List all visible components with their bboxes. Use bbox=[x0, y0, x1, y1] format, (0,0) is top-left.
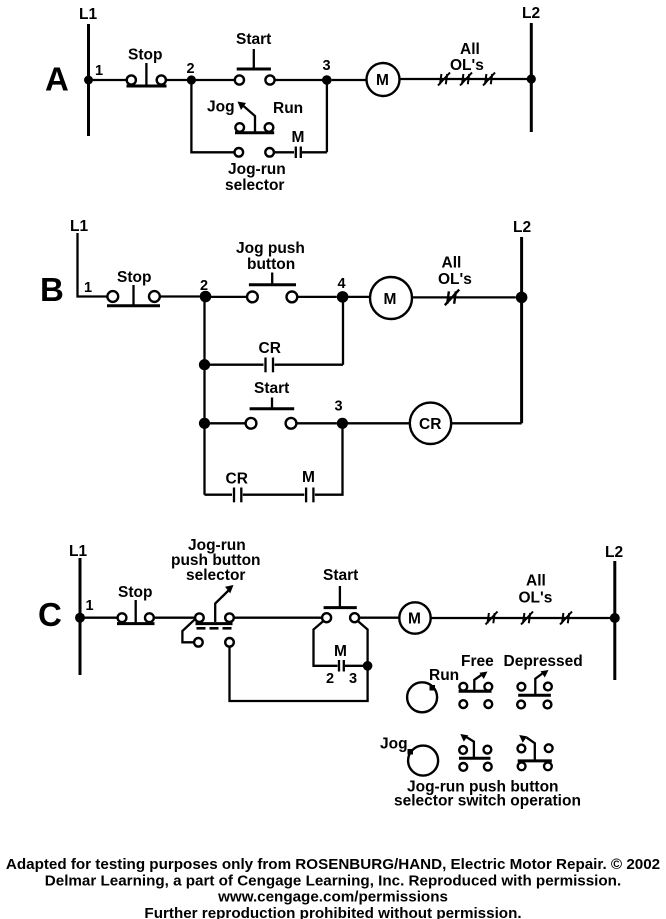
svg-text:Jog push: Jog push bbox=[236, 240, 305, 257]
svg-text:M: M bbox=[292, 129, 305, 146]
svg-text:M: M bbox=[384, 291, 397, 308]
svg-text:2: 2 bbox=[187, 61, 195, 77]
svg-text:M: M bbox=[408, 611, 421, 628]
svg-text:M: M bbox=[334, 643, 347, 660]
svg-text:CR: CR bbox=[419, 416, 441, 433]
svg-text:C: C bbox=[38, 596, 62, 633]
svg-text:1: 1 bbox=[95, 63, 103, 79]
svg-text:OL's: OL's bbox=[450, 57, 484, 74]
svg-text:CR: CR bbox=[226, 471, 248, 488]
svg-text:All: All bbox=[526, 573, 546, 590]
svg-text:Jog-run: Jog-run bbox=[188, 537, 246, 554]
svg-text:Jog: Jog bbox=[380, 736, 408, 753]
svg-text:A: A bbox=[45, 61, 69, 98]
svg-text:L2: L2 bbox=[513, 219, 531, 236]
svg-text:2: 2 bbox=[200, 278, 208, 294]
svg-text:3: 3 bbox=[335, 399, 343, 415]
svg-text:OL's: OL's bbox=[519, 590, 553, 607]
svg-text:selector: selector bbox=[186, 567, 245, 584]
svg-text:Jog: Jog bbox=[207, 99, 235, 116]
svg-text:www.cengage.com/permissions: www.cengage.com/permissions bbox=[217, 889, 448, 906]
svg-text:1: 1 bbox=[84, 280, 92, 296]
svg-text:Start: Start bbox=[254, 380, 289, 397]
svg-text:Jog-run: Jog-run bbox=[228, 161, 286, 178]
svg-text:Free: Free bbox=[461, 653, 494, 670]
svg-text:1: 1 bbox=[86, 598, 94, 614]
svg-text:selector: selector bbox=[225, 177, 284, 194]
svg-text:Start: Start bbox=[236, 31, 271, 48]
svg-text:Depressed: Depressed bbox=[504, 653, 583, 670]
svg-text:Run: Run bbox=[429, 667, 459, 684]
svg-text:Adapted for testing purposes o: Adapted for testing purposes only from R… bbox=[6, 856, 660, 873]
svg-text:M: M bbox=[302, 469, 315, 486]
svg-text:Run: Run bbox=[273, 100, 303, 117]
svg-text:Jog-run push button: Jog-run push button bbox=[407, 779, 559, 796]
svg-text:Start: Start bbox=[323, 567, 358, 584]
svg-text:B: B bbox=[40, 271, 64, 308]
svg-text:3: 3 bbox=[349, 671, 357, 687]
svg-text:All: All bbox=[442, 255, 462, 272]
svg-text:L2: L2 bbox=[522, 5, 540, 22]
svg-text:3: 3 bbox=[323, 58, 331, 74]
svg-text:2: 2 bbox=[326, 671, 334, 687]
svg-text:M: M bbox=[376, 72, 389, 89]
svg-text:OL's: OL's bbox=[438, 271, 472, 288]
svg-text:CR: CR bbox=[259, 340, 281, 357]
svg-text:selector switch operation: selector switch operation bbox=[394, 793, 581, 810]
svg-text:Further reproduction prohibite: Further reproduction prohibited without … bbox=[144, 905, 521, 919]
svg-text:4: 4 bbox=[338, 276, 346, 292]
svg-text:L1: L1 bbox=[69, 543, 87, 560]
svg-text:Stop: Stop bbox=[117, 269, 151, 286]
svg-text:All: All bbox=[460, 41, 480, 58]
svg-text:button: button bbox=[247, 256, 295, 273]
svg-text:Delmar Learning, a part of Cen: Delmar Learning, a part of Cengage Learn… bbox=[45, 873, 621, 890]
svg-text:push button: push button bbox=[171, 552, 261, 569]
svg-text:L2: L2 bbox=[605, 544, 623, 561]
svg-text:Stop: Stop bbox=[118, 584, 152, 601]
svg-text:L1: L1 bbox=[70, 218, 88, 235]
svg-text:L1: L1 bbox=[79, 6, 97, 23]
svg-text:Stop: Stop bbox=[128, 47, 162, 64]
